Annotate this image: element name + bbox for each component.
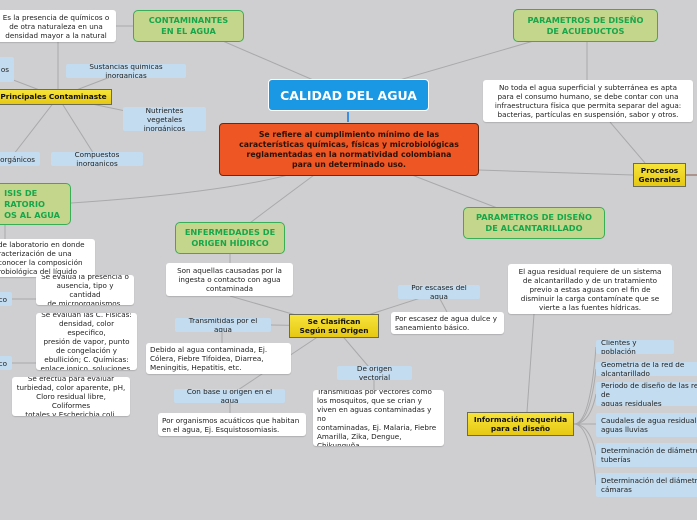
type-label[interactable]: Con base u origen en el agua: [174, 389, 285, 403]
contaminante-item[interactable]: Sustancias químicas inorganicas: [66, 64, 186, 78]
type-label[interactable]: Transmitidas por el agua: [175, 318, 271, 332]
informacion-requerida[interactable]: Información requerida para el diseño: [467, 412, 574, 436]
analisis-branch[interactable]: ico: [0, 356, 12, 370]
analisis-branch[interactable]: ico: [0, 292, 12, 306]
analisis-description[interactable]: de laboratorio en donde racterización de…: [0, 239, 95, 277]
design-item[interactable]: Determinación del diámetro de cámaras: [596, 473, 697, 497]
analisis-note[interactable]: Se efectua para evaluar turbiedad, color…: [12, 377, 130, 416]
central-description[interactable]: Se refiere al cumplimiento mínimo de las…: [219, 123, 479, 176]
type-detail[interactable]: Por organismos acuáticos que habitan en …: [158, 413, 306, 436]
principales-contaminantes[interactable]: Principales Contaminaste: [0, 89, 112, 105]
topic-alcantarillado[interactable]: PARAMETROS DE DISEÑO DE ALCANTARILLADO: [463, 207, 605, 239]
acueductos-description[interactable]: No toda el agua superficial y subterráne…: [483, 80, 693, 122]
se-clasifican[interactable]: Se Clasifican Según su Origen: [289, 314, 379, 338]
type-label[interactable]: Por escases del agua: [398, 285, 480, 299]
enfermedades-description[interactable]: Son aquellas causadas por la ingesta o c…: [166, 263, 293, 296]
type-detail[interactable]: Por escasez de agua dulce y saneamiento …: [391, 312, 504, 334]
topic-analisis[interactable]: ISIS DE RATORIO OS AL AGUA: [0, 183, 71, 225]
contaminante-item[interactable]: Nutrientes vegetales inorgánicos: [123, 107, 206, 131]
contaminante-item[interactable]: s orgánicos: [0, 152, 40, 166]
design-item[interactable]: Periodo de diseño de las redes de aguas …: [596, 382, 697, 406]
design-item[interactable]: Caudales de agua residual y aguas lluvia…: [596, 413, 697, 437]
topic-acueductos[interactable]: PARAMETROS DE DISEÑO DE ACUEDUCTOS: [513, 9, 658, 42]
topic-enfermedades[interactable]: ENFERMEDADES DE ORIGEN HÍDIRCO: [175, 222, 285, 254]
design-item[interactable]: Clientes y población: [596, 340, 674, 354]
contaminante-item[interactable]: os: [0, 57, 14, 82]
alcantarillado-description[interactable]: El agua residual requiere de un sistema …: [508, 264, 672, 314]
expand-handle-icon[interactable]: [347, 112, 349, 122]
contaminante-item[interactable]: Compuestos inorganicos: [51, 152, 143, 166]
topic-contaminantes[interactable]: CONTAMINANTES EN EL AGUA: [133, 10, 244, 42]
design-item[interactable]: Determinación de diámetros de tuberías: [596, 443, 697, 467]
type-label[interactable]: De origen vectorial: [337, 366, 412, 380]
procesos-generales[interactable]: Procesos Generales: [633, 163, 686, 187]
contaminantes-definition[interactable]: Es la presencia de químicos o de otra na…: [0, 10, 116, 42]
type-detail[interactable]: Transmitidas por vectores como los mosqu…: [313, 390, 444, 446]
type-detail[interactable]: Debido al agua contaminada, Ej. Cólera, …: [146, 343, 291, 374]
analisis-note[interactable]: Se evalúa la presencia o ausencia, tipo …: [36, 275, 134, 305]
design-item[interactable]: Geometría de la red de alcantarillado: [596, 362, 697, 376]
central-topic[interactable]: CALIDAD DEL AGUA: [268, 79, 429, 111]
analisis-note[interactable]: Se evalúan las C. Físicas: densidad, col…: [36, 313, 137, 370]
